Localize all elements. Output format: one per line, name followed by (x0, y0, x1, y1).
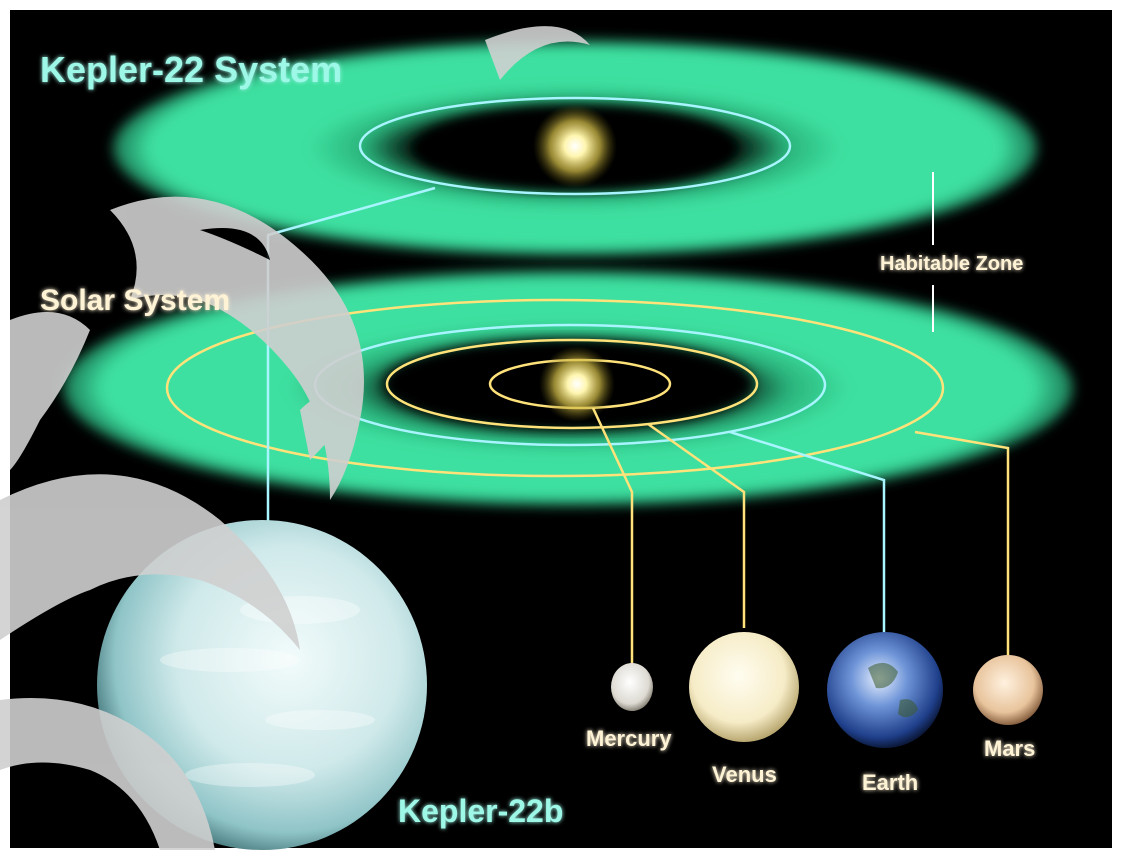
mars-orbit (165, 298, 945, 478)
earth-planet (827, 632, 943, 748)
venus-connector (647, 422, 746, 628)
mars-label: Mars (984, 736, 1035, 761)
mars-planet (973, 655, 1043, 725)
mercury-planet (611, 663, 653, 711)
diagram-title: Kepler-22 System (40, 49, 342, 90)
kepler-22b-label: Kepler-22b (398, 793, 563, 829)
earth-continents (868, 662, 918, 718)
mercury-connector (591, 407, 634, 668)
earth-label: Earth (862, 770, 918, 795)
kepler-22-star (533, 104, 617, 188)
earth-connector (729, 430, 886, 640)
watermark-swirl (0, 26, 590, 850)
kepler-22b-orbit (358, 96, 792, 196)
venus-planet (689, 632, 799, 742)
habitable-zone-label: Habitable Zone (880, 253, 1023, 275)
mercury-label: Mercury (586, 726, 672, 751)
solar-system-label: Solar System (40, 284, 230, 317)
venus-orbit (385, 338, 759, 430)
sun (539, 346, 615, 422)
venus-label: Venus (712, 762, 777, 787)
mars-connector (914, 430, 1010, 660)
